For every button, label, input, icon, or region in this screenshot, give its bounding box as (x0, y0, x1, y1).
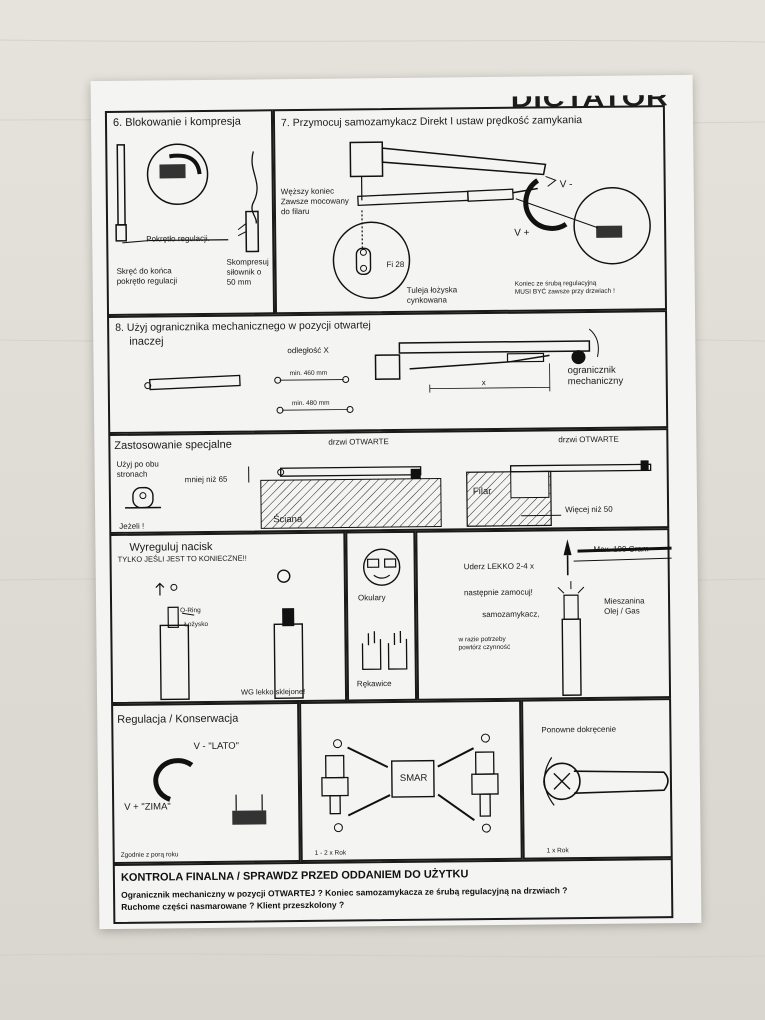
maintenance-panel: Regulacja / Konserwacja V - "LATO" V + "… (111, 702, 301, 864)
instruction-grid: 6. Blokowanie i kompresja Pokrętło regul… (104, 105, 674, 924)
adjusting-screw-note: Koniec ze śrubą regulacyjną MUSI BYĆ zaw… (514, 279, 615, 296)
distance-x-label: odległość X (287, 345, 329, 356)
pillar-label: Filar (472, 486, 492, 498)
min-480-label: min. 480 mm (291, 399, 330, 408)
final-check-line-2: Ruchome części nasmarowane ? Klient prze… (121, 899, 345, 912)
compress-text: Skompresuj siłownik o 50 mm (226, 257, 269, 287)
mechanical-stopper-label: ogranicznik mechaniczny (567, 364, 624, 388)
special-application-illustration (125, 460, 652, 529)
v-minus-label: V - (559, 179, 573, 191)
pressure-illustration (155, 569, 304, 701)
knob-label: Pokrętło regulacji. (146, 233, 210, 244)
bearing-sleeve-text: Tuleja łożyska cynkowana (406, 285, 458, 305)
pressure-panel: Wyreguluj nacisk TYLKO JEŚLI JEST TO KON… (109, 531, 348, 704)
v-plus-label: V + (514, 227, 530, 239)
oil-gas-mix-label: Mieszanina Olej / Gas (604, 596, 645, 616)
narrow-end-text: Węższy koniec Zawsze mocowany do filaru (280, 186, 349, 217)
oring-label: O-Ring (180, 607, 201, 615)
repeat-text: w razie potrzeby powtórz czynność (458, 635, 511, 652)
wall-label: Ściana (273, 513, 303, 526)
turn-to-end-text: Skręć do końca pokrętło regulacji (116, 266, 178, 286)
tap-panel: Uderz LEKKO 2-4 x Max. 100 Gram następni… (415, 528, 672, 701)
then-mount-label: następnie zamocuj! (463, 587, 533, 598)
maintenance-illustration (153, 758, 267, 825)
gloves-label: Rękawice (356, 679, 392, 689)
section-6-panel: 6. Blokowanie i kompresja Pokrętło regul… (104, 109, 276, 317)
instruction-sheet: DICTATOR 6. Blokowanie i kompresja Pokrę… (90, 74, 702, 930)
retighten-panel: Ponowne dokręcenie 1 x Rok (521, 698, 673, 860)
grease-label: SMAR (399, 772, 428, 784)
glasses-label: Okulary (357, 593, 386, 603)
safety-panel: Okulary Rękawice (345, 530, 418, 702)
wrench-illustration (543, 757, 669, 806)
if-label: Jeżeli ! (119, 521, 145, 531)
tap-illustration (557, 539, 672, 696)
less-than-65-label: mniej niż 65 (184, 474, 228, 485)
section-7-panel: 7. Przymocuj samozamykacz Direkt I ustaw… (272, 105, 668, 315)
both-sides-text: Użyj po obu stronach (116, 459, 159, 479)
x-label: x (481, 378, 486, 388)
safety-illustration (361, 548, 408, 671)
final-check-title: KONTROLA FINALNA / SPRAWDZ PRZED ODDANIE… (120, 868, 469, 884)
season-label: Zgodnie z porą roku (120, 851, 179, 859)
retighten-frequency-label: 1 x Rok (546, 847, 569, 855)
grease-illustration (321, 733, 499, 833)
grease-frequency-label: 1 - 2 x Rok (314, 849, 347, 857)
final-check-panel: KONTROLA FINALNA / SPRAWDZ PRZED ODDANIE… (112, 858, 674, 924)
fi-28-label: Fi 28 (386, 259, 405, 270)
grease-panel: SMAR 1 - 2 x Rok (299, 699, 523, 863)
glued-label: WG lekko sklejone! (240, 686, 306, 697)
bearing-label: Łożysko (184, 620, 209, 629)
more-than-50-label: Więcej niż 50 (565, 504, 613, 515)
section-8-panel: 8. Użyj ogranicznika mechanicznego w poz… (107, 310, 669, 435)
min-460-label: min. 460 mm (289, 369, 328, 378)
special-application-panel: Zastosowanie specjalne drzwi OTWARTE drz… (108, 428, 670, 535)
closer-label: samozamykacz, (482, 609, 540, 620)
section-7-illustration (332, 141, 651, 299)
final-check-line-1: Ogranicznik mechaniczny w pozycji OTWART… (121, 885, 568, 900)
section-8-illustration (144, 328, 599, 414)
section-6-illustration (115, 143, 260, 253)
